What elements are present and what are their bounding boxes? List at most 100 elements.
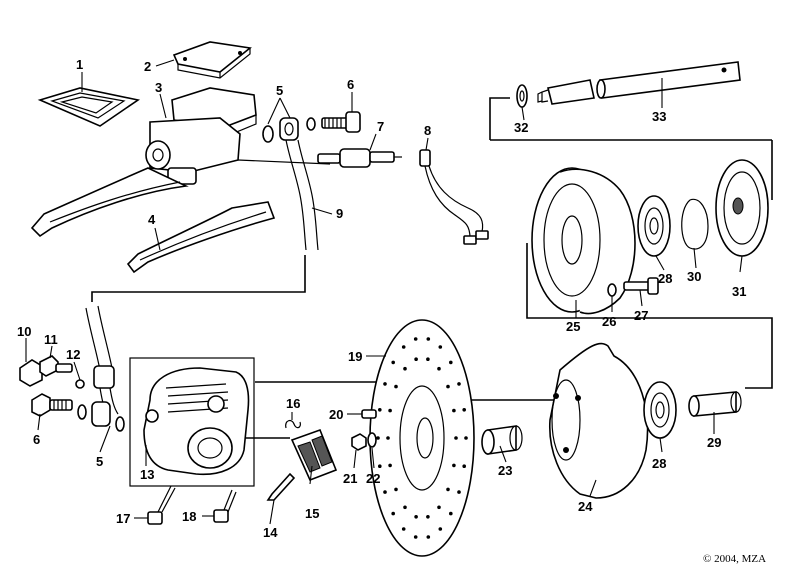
callout-10: 10 [17,324,31,339]
callout-33: 33 [652,109,666,124]
disc-hole [383,382,387,386]
disc-hole [426,535,431,539]
disc-hole [383,490,387,494]
callout-3: 3 [155,80,162,95]
part-circlip [681,198,709,250]
disc-hole [446,487,450,492]
part-bearing-upper [637,195,671,257]
disc-hole [386,436,390,440]
disc-hole [388,408,392,413]
part-gasket [37,87,141,127]
disc-hole [457,490,461,494]
callout-1: 1 [76,57,83,72]
part-caliper-bolt-17 [147,485,176,525]
disc-hole [391,360,396,365]
callout-25: 25 [566,319,580,334]
disc-hole [394,384,398,389]
part-ball [75,379,85,389]
disc-hole [452,408,456,413]
disc-hole [413,337,418,341]
disc-hole [414,357,418,362]
callout-13: 13 [140,467,154,482]
part-banjo-bolt-lower [31,393,73,417]
callout-18: 18 [182,509,196,524]
callout-15: 15 [305,506,319,521]
disc-hole [391,511,396,516]
callout-5-lower: 5 [96,454,103,469]
disc-hole [376,436,380,440]
callout-24: 24 [578,499,593,514]
disc-hole [394,487,398,492]
disc-hole [438,345,443,349]
disc-hole [462,464,467,469]
part-axle-washer [516,84,528,108]
disc-hole [438,527,443,531]
disc-hole [426,357,430,362]
part-bleed-screw [39,355,73,377]
part-brake-disc [369,319,475,557]
callout-9: 9 [336,206,343,221]
callout-14: 14 [263,525,278,540]
part-banjo-bolt-top [321,111,361,133]
disc-hole [452,463,456,468]
disc-hole [449,511,453,516]
part-hub-upper [531,167,636,315]
disc-hole [388,463,392,468]
disc-hole [403,505,407,510]
part-bearing-lower [643,381,677,439]
disc-hole [462,408,467,412]
part-caliper [129,357,255,487]
part-brake-light-switch [317,148,402,168]
part-spacer [481,425,523,455]
callout-17: 17 [116,511,130,526]
callout-20: 20 [329,407,343,422]
part-master-cylinder [30,87,257,238]
disc-hole [426,337,431,341]
callout-21: 21 [343,471,357,486]
callout-28-upper: 28 [658,271,672,286]
disc-hole [378,464,382,469]
callout-30: 30 [687,269,701,284]
disc-hole [403,366,407,371]
disc-hole [446,384,450,389]
leader-lines [25,59,743,525]
callout-12: 12 [66,347,80,362]
part-pad-pin [266,472,296,501]
callout-23: 23 [498,463,512,478]
part-small-washer [607,283,617,297]
disc-hole [437,366,441,371]
callout-11: 11 [44,332,58,347]
callout-26: 26 [602,314,616,329]
disc-hole [437,505,441,510]
part-axle [537,61,741,105]
part-seal [715,159,769,257]
part-banjo-lower [77,401,125,432]
part-reservoir-cap [172,41,252,79]
disc-hole [378,408,382,412]
callout-8: 8 [424,123,431,138]
callout-7: 7 [377,119,384,134]
copyright-text: © 2004, MZA [703,553,766,565]
callout-28-lower: 28 [652,456,666,471]
callout-27: 27 [634,308,648,323]
part-wheel-hub [549,342,649,499]
disc-hole [449,360,453,365]
part-disc-nut [351,433,367,451]
callout-19: 19 [348,349,362,364]
callout-6-lower: 6 [33,432,40,447]
part-caliper-bolt-18 [213,489,237,523]
connector-lines [91,97,773,439]
disc-hole [454,436,458,440]
callout-32: 32 [514,120,528,135]
callout-4: 4 [148,212,156,227]
callout-6-top: 6 [347,77,354,92]
callout-labels: 1 2 3 4 5 6 7 8 9 10 11 12 6 5 13 16 15 … [17,57,746,540]
disc-hole [401,345,406,349]
callout-2: 2 [144,59,151,74]
part-bleed-cap [19,359,43,387]
part-lever [126,201,276,274]
disc-hole [414,515,418,519]
part-spring-clip [285,419,301,429]
part-axle-spacer [688,391,742,417]
